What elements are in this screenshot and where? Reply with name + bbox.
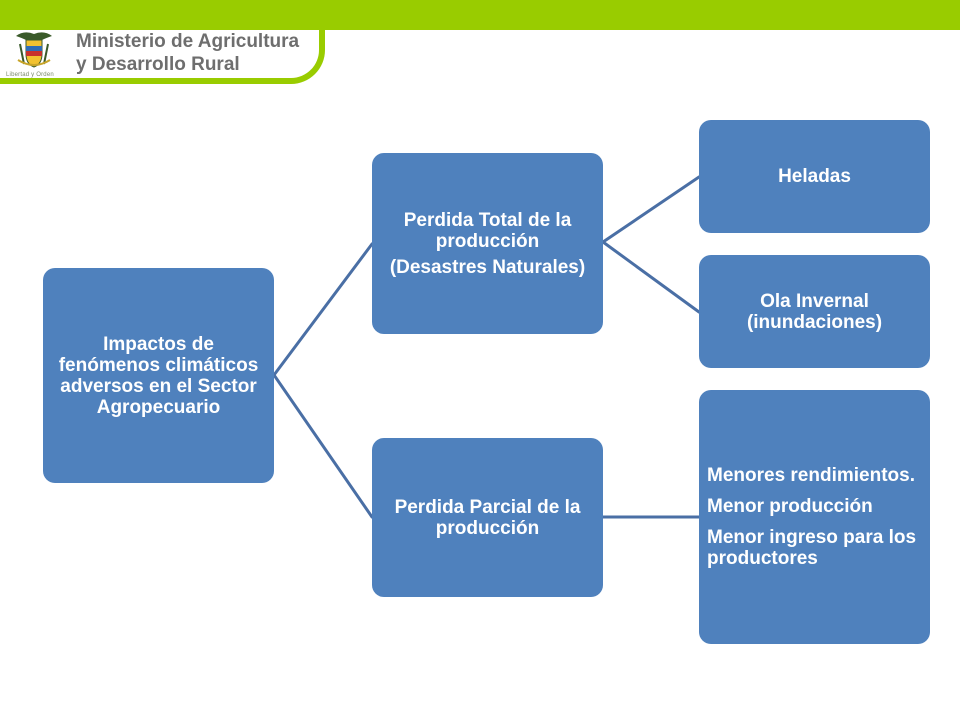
node-frost: Heladas [699,120,930,233]
ministry-name-line-2: y Desarrollo Rural [76,54,240,75]
list-item: Menor producción [707,496,873,517]
header-bar [0,0,960,30]
ministry-name-line-1: Ministerio de Agricultura [76,31,300,52]
connector-root-to-parcial [272,373,374,519]
node-total-loss-sublabel: (Desastres Naturales) [389,256,586,278]
node-partial-loss-label: Perdida Parcial de la producción [394,496,581,539]
header-logo-panel [0,30,325,84]
list-item: Menor ingreso para los productores [707,527,917,569]
coat-of-arms-icon [16,32,52,68]
crest-caption: Libertad y Orden [6,72,54,78]
node-frost-label: Heladas [778,166,851,187]
node-partial-loss: Perdida Parcial de la producción [372,438,603,597]
node-reduced-outputs: Menores rendimientos. Menor producción M… [699,390,930,644]
node-root-impacts: Impactos de fenómenos climáticos adverso… [43,268,274,483]
node-total-loss: Perdida Total de la producción (Desastre… [372,153,603,334]
node-root-label: Impactos de fenómenos climáticos adverso… [58,333,259,418]
connector-total-to-heladas [601,175,701,244]
connector-root-to-total [272,242,374,377]
connector-total-to-ola [601,240,701,314]
list-item: Menores rendimientos. [707,465,915,486]
node-rainy-season-label: Ola Invernal (inundaciones) [746,290,883,333]
node-rainy-season: Ola Invernal (inundaciones) [699,255,930,368]
ministry-name: Ministerio de Agricultura y Desarrollo R… [76,30,321,76]
header-logo-panel-border [0,30,325,84]
node-total-loss-label: Perdida Total de la producción [403,209,572,252]
